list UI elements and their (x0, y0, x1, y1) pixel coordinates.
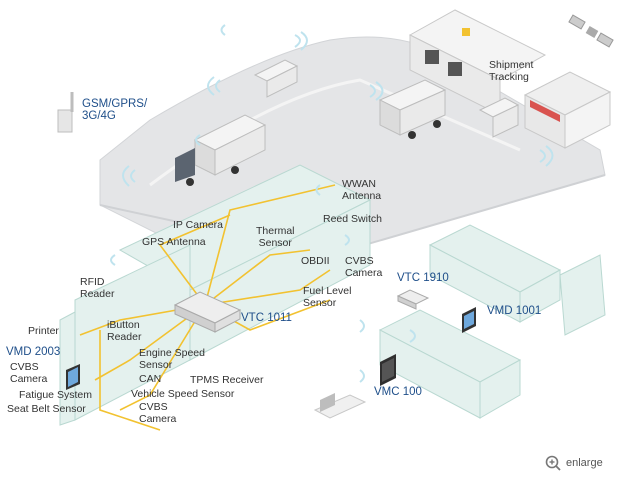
label-shipment-tracking: Shipment Tracking (489, 59, 534, 83)
label-cvbs-camera-top: CVBS Camera (345, 255, 383, 279)
store-building (523, 71, 612, 149)
van-1 (253, 59, 299, 98)
label-ip-camera: IP Camera (173, 219, 223, 231)
label-tpms-receiver: TPMS Receiver (190, 374, 264, 386)
label-engine-speed-sensor: Engine Speed Sensor (139, 347, 205, 371)
label-vmc-100: VMC 100 (374, 386, 422, 398)
truck-1 (175, 114, 267, 186)
vmc-100-display (380, 354, 396, 386)
truck-2 (378, 79, 447, 139)
vmd-2003-display (66, 364, 80, 390)
label-thermal-sensor: Thermal Sensor (256, 225, 295, 249)
label-vtc-1011: VTC 1011 (241, 312, 292, 324)
label-ibutton-reader: iButton Reader (107, 319, 142, 343)
office-desk (313, 393, 367, 419)
vmd-1001-display (462, 307, 476, 333)
label-printer: Printer (28, 325, 59, 337)
label-fatigue-system: Fatigue System (19, 389, 92, 401)
label-can: CAN (139, 373, 162, 385)
label-gps-antenna: GPS Antenna (142, 236, 206, 248)
label-vtc-1910: VTC 1910 (397, 272, 449, 284)
enlarge-button[interactable]: enlarge (545, 455, 603, 471)
signal-arcs (110, 24, 554, 383)
warehouse (408, 9, 547, 116)
satellite-icon (568, 14, 614, 48)
magnify-plus-icon (545, 455, 561, 471)
cell-tower-icon (57, 92, 74, 133)
vtc-1011-device (173, 291, 242, 333)
wiring (79, 184, 336, 431)
label-vehicle-speed-sensor: Vehicle Speed Sensor (131, 388, 235, 400)
label-rfid-reader: RFID Reader (80, 276, 115, 300)
label-vmd-2003: VMD 2003 (6, 346, 61, 358)
enlarge-label: enlarge (566, 457, 603, 469)
vtc-1910-device (396, 289, 430, 310)
label-fuel-level-sensor: Fuel Level Sensor (303, 285, 352, 309)
label-obdii: OBDII (301, 255, 330, 267)
label-reed-switch: Reed Switch (323, 213, 382, 225)
label-gsm: GSM/GPRS/ 3G/4G (82, 98, 148, 122)
van-2 (478, 97, 520, 138)
label-cvbs-camera-bottom: CVBS Camera (139, 401, 177, 425)
label-seat-belt-sensor: Seat Belt Sensor (7, 403, 86, 415)
ghost-truck-right (428, 224, 606, 336)
ghost-truck-bottom (378, 309, 522, 419)
label-cvbs-camera-left: CVBS Camera (10, 361, 48, 385)
label-vmd-1001: VMD 1001 (487, 305, 542, 317)
label-wwan-antenna: WWAN Antenna (342, 178, 382, 202)
